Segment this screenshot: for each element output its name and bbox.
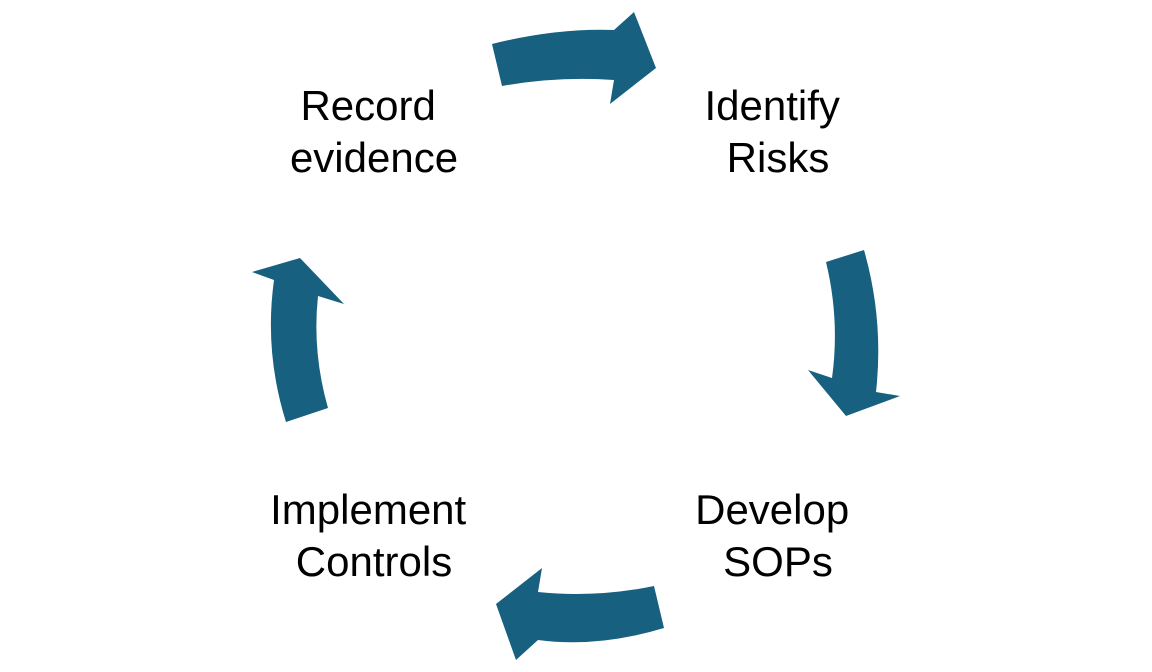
step-record-evidence-line-2: evidence <box>290 134 458 181</box>
arrow-record-to-identify <box>492 12 656 104</box>
step-identify-risks: Identify Risks <box>704 82 851 181</box>
step-labels: Identify Risks Develop SOPs Implement Co… <box>270 82 861 585</box>
cycle-arrows <box>252 12 900 660</box>
step-record-evidence: Record evidence <box>290 82 458 181</box>
step-develop-sops: Develop SOPs <box>695 486 861 585</box>
step-develop-sops-line-2: SOPs <box>723 538 833 585</box>
step-implement-controls-line-2: Controls <box>296 538 452 585</box>
step-implement-controls-line-1: Implement <box>270 486 466 533</box>
arrow-develop-to-implement <box>496 568 664 660</box>
step-develop-sops-line-1: Develop <box>695 486 849 533</box>
arrow-implement-to-record <box>252 258 344 422</box>
step-identify-risks-line-2: Risks <box>727 134 830 181</box>
step-identify-risks-line-1: Identify <box>704 82 839 129</box>
step-record-evidence-line-1: Record <box>300 82 435 129</box>
arrow-identify-to-develop <box>808 250 900 416</box>
step-implement-controls: Implement Controls <box>270 486 478 585</box>
